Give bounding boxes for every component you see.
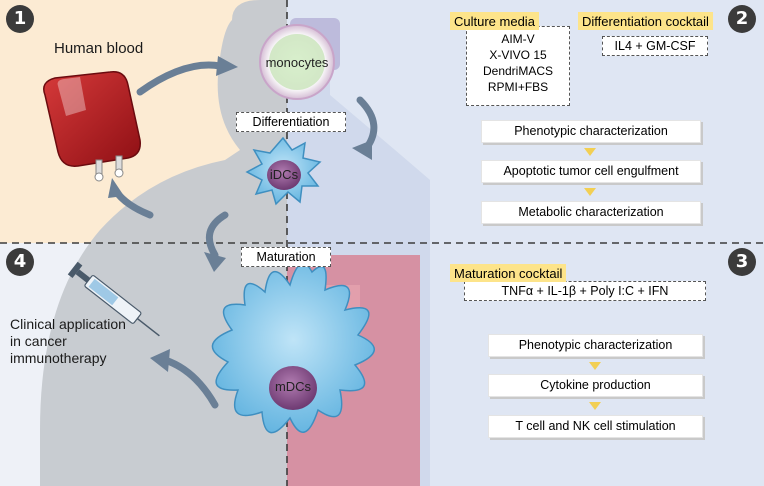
step-number-3: 3 — [728, 248, 756, 276]
culture-media-item: RPMI+FBS — [487, 80, 549, 94]
arrow-mdcs-to-clinical — [161, 356, 219, 409]
down-arrow-icon — [584, 188, 596, 196]
idc-cell — [245, 136, 322, 206]
step-number-1: 1 — [6, 5, 34, 33]
clinical-application-label: Clinical application in cancer immunothe… — [10, 316, 126, 367]
monocytes-label: monocytes — [265, 55, 329, 70]
maturation-label: Maturation — [241, 247, 331, 267]
clinical-line: immunotherapy — [10, 350, 107, 366]
mdcs-label: mDCs — [274, 379, 312, 394]
monocyte-cell — [259, 24, 335, 100]
top-step-phenotypic: Phenotypic characterization — [481, 120, 701, 143]
culture-media-box: AIM-V X-VIVO 15 DendriMACS RPMI+FBS — [466, 26, 570, 106]
down-arrow-icon — [584, 148, 596, 156]
differentiation-cocktail-value: IL4 + GM-CSF — [602, 36, 708, 56]
culture-media-title: Culture media — [450, 12, 539, 30]
idcs-label: iDCs — [269, 167, 299, 182]
culture-media-item: AIM-V — [501, 32, 535, 46]
clinical-line: in cancer — [10, 333, 67, 349]
culture-media-item: X-VIVO 15 — [489, 48, 547, 62]
down-arrow-icon — [589, 362, 601, 370]
arrow-blood-to-monocytes — [136, 61, 224, 96]
top-step-metabolic: Metabolic characterization — [481, 201, 701, 224]
step-number-2: 2 — [728, 5, 756, 33]
culture-media-item: DendriMACS — [482, 64, 554, 78]
down-arrow-icon — [589, 402, 601, 410]
human-blood-label: Human blood — [54, 40, 144, 57]
differentiation-label: Differentiation — [236, 112, 346, 132]
maturation-cocktail-value: TNFα + IL-1β + Poly I:C + IFN — [464, 281, 706, 301]
step-number-4: 4 — [6, 248, 34, 276]
arrow-idcs-to-mdcs — [205, 211, 229, 259]
differentiation-cocktail-title: Differentiation cocktail — [578, 12, 713, 30]
maturation-cocktail-title: Maturation cocktail — [450, 264, 567, 282]
bottom-step-phenotypic: Phenotypic characterization — [488, 334, 703, 357]
blood-bag-icon — [43, 71, 141, 182]
monocyte-nucleus — [269, 34, 325, 90]
arrow-heads — [108, 56, 372, 372]
mdc-cell — [211, 262, 375, 434]
clinical-line: Clinical application — [10, 316, 126, 332]
bottom-step-stimulation: T cell and NK cell stimulation — [488, 415, 703, 438]
syringe-icon — [67, 261, 160, 337]
top-step-engulfment: Apoptotic tumor cell engulfment — [481, 160, 701, 183]
bottom-step-cytokine: Cytokine production — [488, 374, 703, 397]
